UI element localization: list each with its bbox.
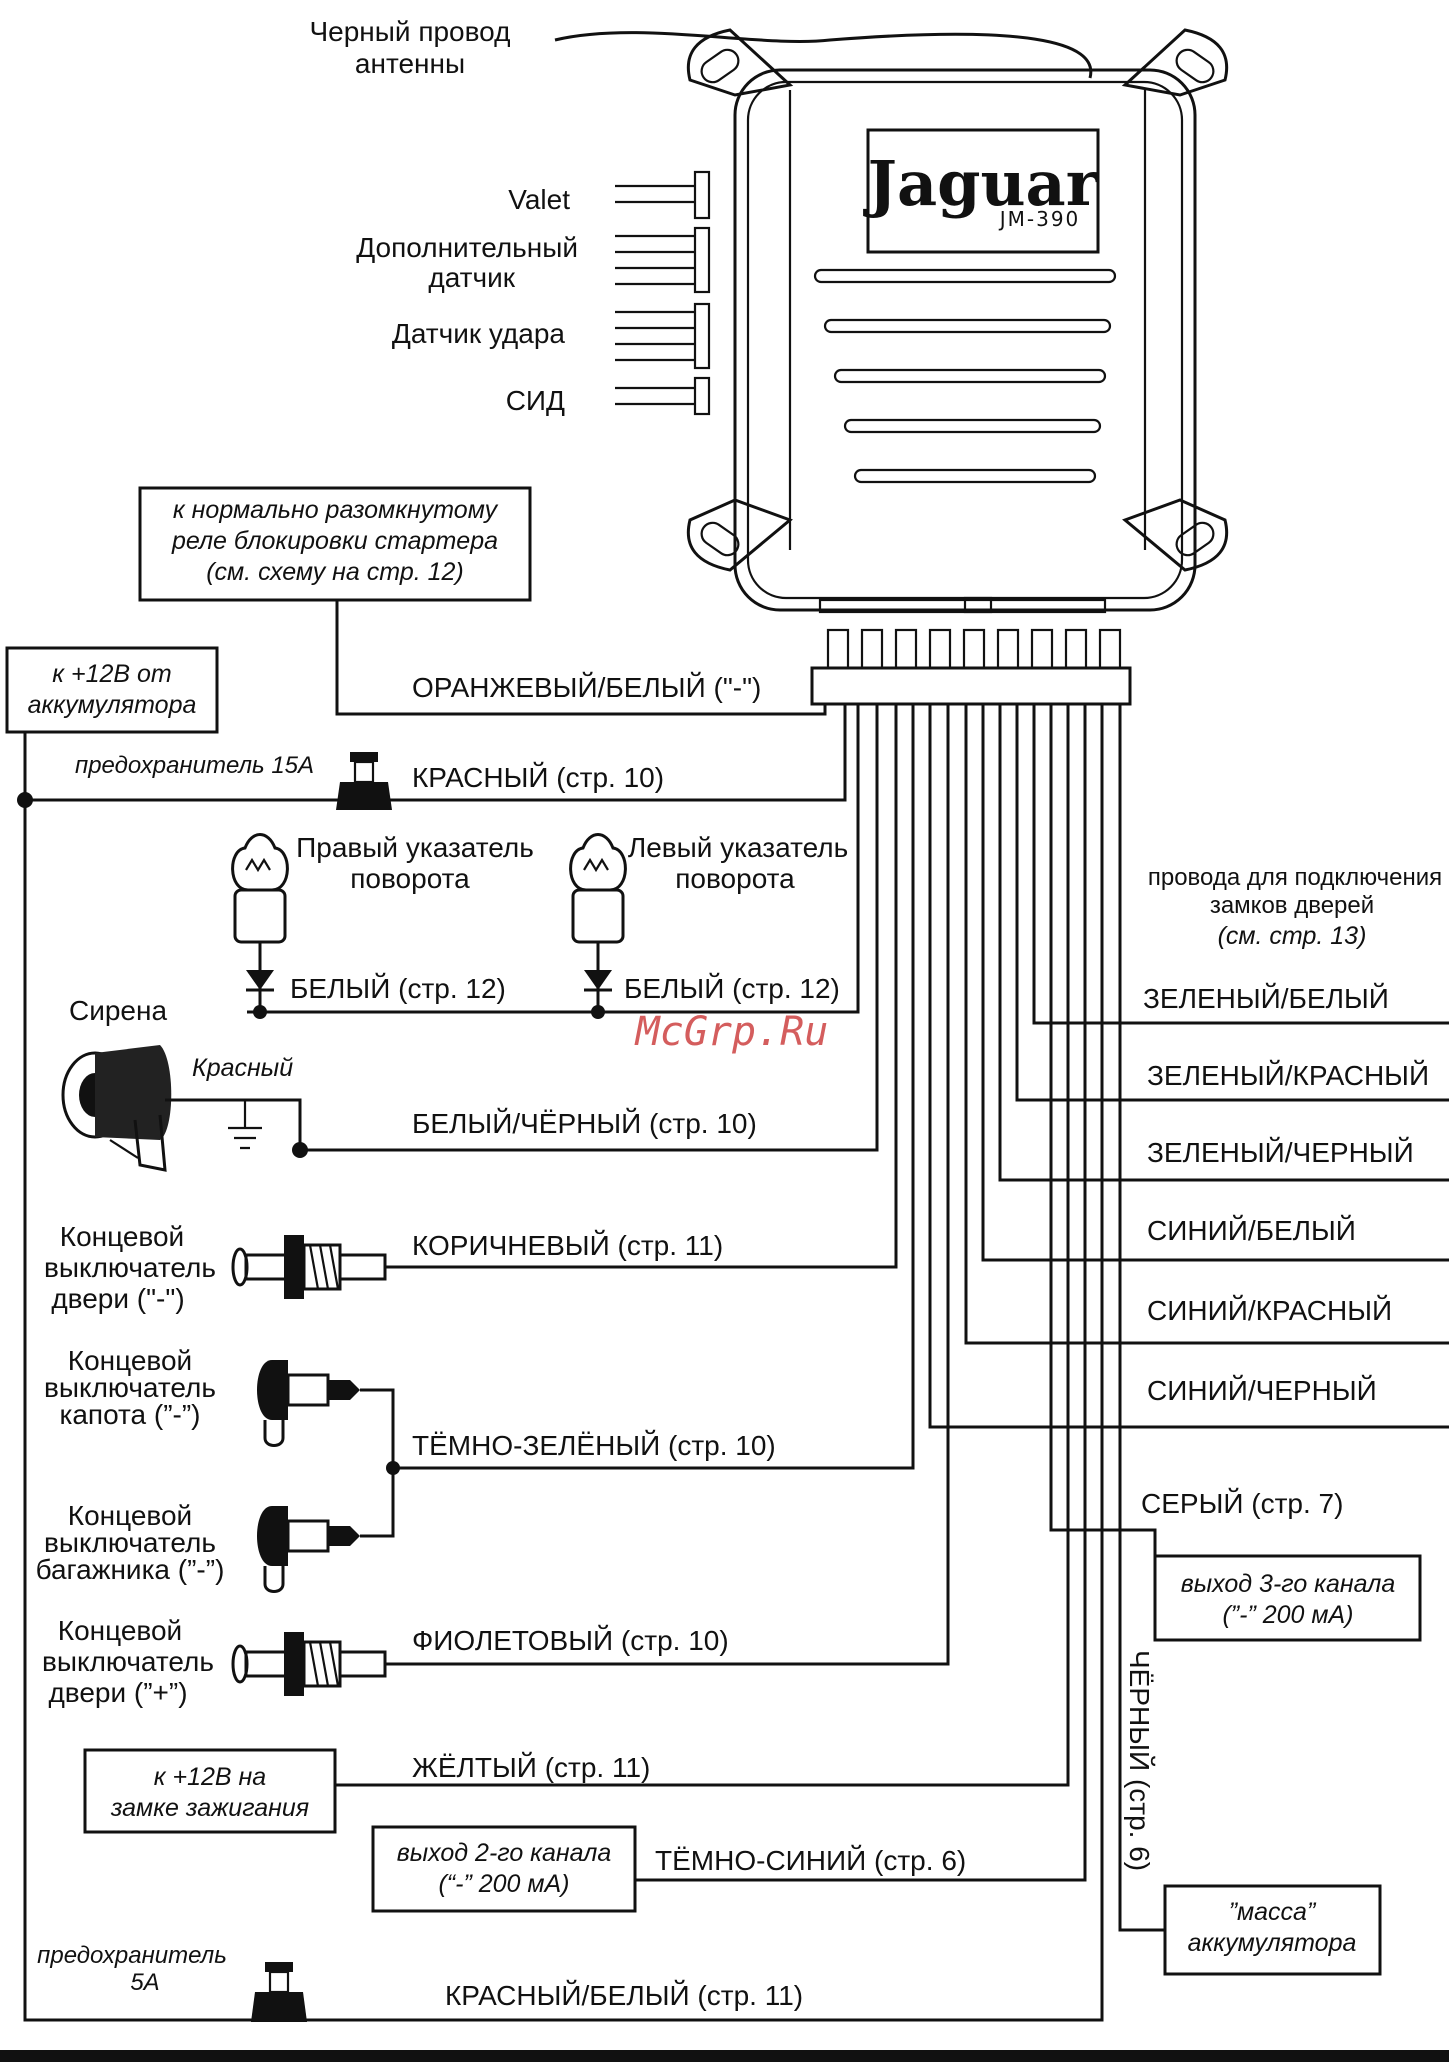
brown-wire-label: КОРИЧНЕВЫЙ (стр. 11) [412, 1230, 723, 1261]
trunk-switch-label-3: багажника (”-”) [36, 1554, 225, 1585]
bottom-border [0, 2050, 1449, 2062]
door-neg-switch-label-1: Концевой [60, 1221, 184, 1252]
lock-wire-label-5: СИНИЙ/КРАСНЫЙ [1147, 1295, 1392, 1326]
door-pos-switch-label-2: выключатель [42, 1646, 214, 1677]
left-lamp-label-1: Левый указатель [628, 832, 848, 863]
side-connectors [615, 170, 711, 416]
channel3-line-2: (”-” 200 мА) [1222, 1601, 1353, 1629]
right-lamp-label-1: Правый указатель [296, 832, 534, 863]
hood-switch-label-1: Концевой [68, 1345, 192, 1376]
extra-sensor-label-2: датчик [428, 262, 515, 293]
shock-sensor-label: Датчик удара [392, 318, 566, 349]
channel3-line-1: выход 3-го канала [1181, 1570, 1396, 1598]
dark-green-wire-label: ТЁМНО-ЗЕЛЁНЫЙ (стр. 10) [412, 1430, 776, 1461]
black-wire-label: ЧЁРНЫЙ (стр. 6) [1124, 1650, 1155, 1871]
white-black-wire-label: БЕЛЫЙ/ЧЁРНЫЙ (стр. 10) [412, 1108, 757, 1139]
door-locks-note-1: провода для подключения [1148, 864, 1442, 891]
battery-line-2: аккумулятора [28, 691, 197, 719]
watermark: McGrp.Ru [634, 1009, 829, 1055]
lock-wire-label-4: СИНИЙ/БЕЛЫЙ [1147, 1215, 1356, 1246]
channel2-box [371, 1825, 637, 1913]
fuse-5a-label-1: предохранитель [37, 1942, 227, 1969]
ignition-box [83, 1748, 337, 1834]
ground-line-1: ”масса” [1229, 1898, 1317, 1926]
valet-label: Valet [508, 184, 570, 215]
trunk-switch-icon [257, 1468, 395, 1593]
channel3-box [1153, 1554, 1422, 1642]
battery-line-1: к +12В от [52, 660, 172, 688]
starter-relay-line-1: к нормально разомкнутому [173, 496, 499, 524]
lock-wire-label-1: ЗЕЛЕНЫЙ/БЕЛЫЙ [1143, 983, 1389, 1014]
right-turn-lamp-icon [231, 833, 289, 1019]
door-pos-switch-label-1: Концевой [58, 1615, 182, 1646]
ground-icon [228, 1100, 262, 1150]
brand-logo: Jaguar [863, 147, 1100, 220]
trunk-switch-label-2: выключатель [44, 1527, 216, 1558]
ground-line-2: аккумулятора [1188, 1929, 1357, 1957]
antenna-label-2: антенны [355, 48, 465, 79]
battery-box [5, 646, 219, 734]
right-lamp-label-2: поворота [350, 863, 470, 894]
junction-dot [386, 1461, 400, 1475]
extra-sensor-label-1: Дополнительный [356, 232, 578, 263]
starter-relay-line-3: (см. схему на стр. 12) [206, 558, 464, 586]
door-pos-switch-icon [231, 1632, 387, 1696]
antenna-wire [554, 31, 1093, 79]
white-wire-label-1: БЕЛЫЙ (стр. 12) [290, 973, 506, 1004]
red-wire-label: КРАСНЫЙ (стр. 10) [412, 762, 664, 793]
fuse-15a-label: предохранитель 15А [75, 752, 314, 779]
yellow-wire-label: ЖЁЛТЫЙ (стр. 11) [412, 1752, 650, 1783]
red-white-wire-label: КРАСНЫЙ/БЕЛЫЙ (стр. 11) [445, 1980, 803, 2011]
white-wire-label-2: БЕЛЫЙ (стр. 12) [624, 973, 840, 1004]
hood-switch-icon [257, 1360, 395, 1468]
control-unit: Jaguar JM-390 [686, 28, 1229, 706]
fuse-5a-icon [251, 1962, 307, 2022]
junction-dot [292, 1142, 308, 1158]
ignition-line-1: к +12В на [154, 1763, 267, 1791]
dark-blue-wire-label: ТЁМНО-СИНИЙ (стр. 6) [655, 1845, 966, 1876]
door-neg-switch-label-2: выключатель [44, 1252, 216, 1283]
led-label: СИД [506, 385, 565, 416]
channel2-line-2: (“-” 200 мА) [438, 1870, 569, 1898]
fuse-15a-icon [336, 752, 392, 810]
siren-icon [61, 1045, 172, 1172]
starter-relay-box [138, 486, 532, 602]
left-lamp-label-2: поворота [675, 863, 795, 894]
starter-relay-line-2: реле блокировки стартера [171, 527, 498, 555]
door-neg-switch-icon [231, 1235, 387, 1299]
siren-red-wire [165, 1098, 302, 1150]
channel2-line-1: выход 2-го канала [397, 1839, 612, 1867]
grey-wire-label: СЕРЫЙ (стр. 7) [1141, 1488, 1343, 1519]
fuse-5a-label-2: 5А [130, 1969, 159, 1996]
door-locks-note-3: (см. стр. 13) [1218, 922, 1367, 950]
antenna-label-1: Черный провод [310, 16, 511, 47]
orange-white-wire-label: ОРАНЖЕВЫЙ/БЕЛЫЙ ("-") [412, 672, 761, 703]
door-neg-switch-label-3: двери ("-") [51, 1283, 184, 1314]
door-locks-note-2: замков дверей [1210, 892, 1374, 919]
lock-wire-label-6: СИНИЙ/ЧЕРНЫЙ [1147, 1375, 1377, 1406]
siren-title: Сирена [69, 995, 167, 1026]
siren-wire-label: Красный [192, 1054, 293, 1082]
model-label: JM-390 [998, 207, 1081, 231]
violet-wire-label: ФИОЛЕТОВЫЙ (стр. 10) [412, 1625, 729, 1656]
lock-wire-label-2: ЗЕЛЕНЫЙ/КРАСНЫЙ [1147, 1060, 1429, 1091]
junction-dot [17, 792, 33, 808]
lock-wire-label-3: ЗЕЛЕНЫЙ/ЧЕРНЫЙ [1147, 1137, 1414, 1168]
grey-wire [1051, 1528, 1157, 1556]
ignition-line-2: замке зажигания [110, 1794, 309, 1822]
hood-switch-label-2: выключатель [44, 1372, 216, 1403]
door-pos-switch-label-3: двери (”+”) [48, 1677, 187, 1708]
hood-switch-label-3: капота (”-”) [59, 1399, 200, 1430]
left-turn-lamp-icon [569, 833, 627, 1019]
ground-box [1163, 1884, 1382, 1976]
trunk-switch-label-1: Концевой [68, 1500, 192, 1531]
harness [22, 600, 1449, 2022]
